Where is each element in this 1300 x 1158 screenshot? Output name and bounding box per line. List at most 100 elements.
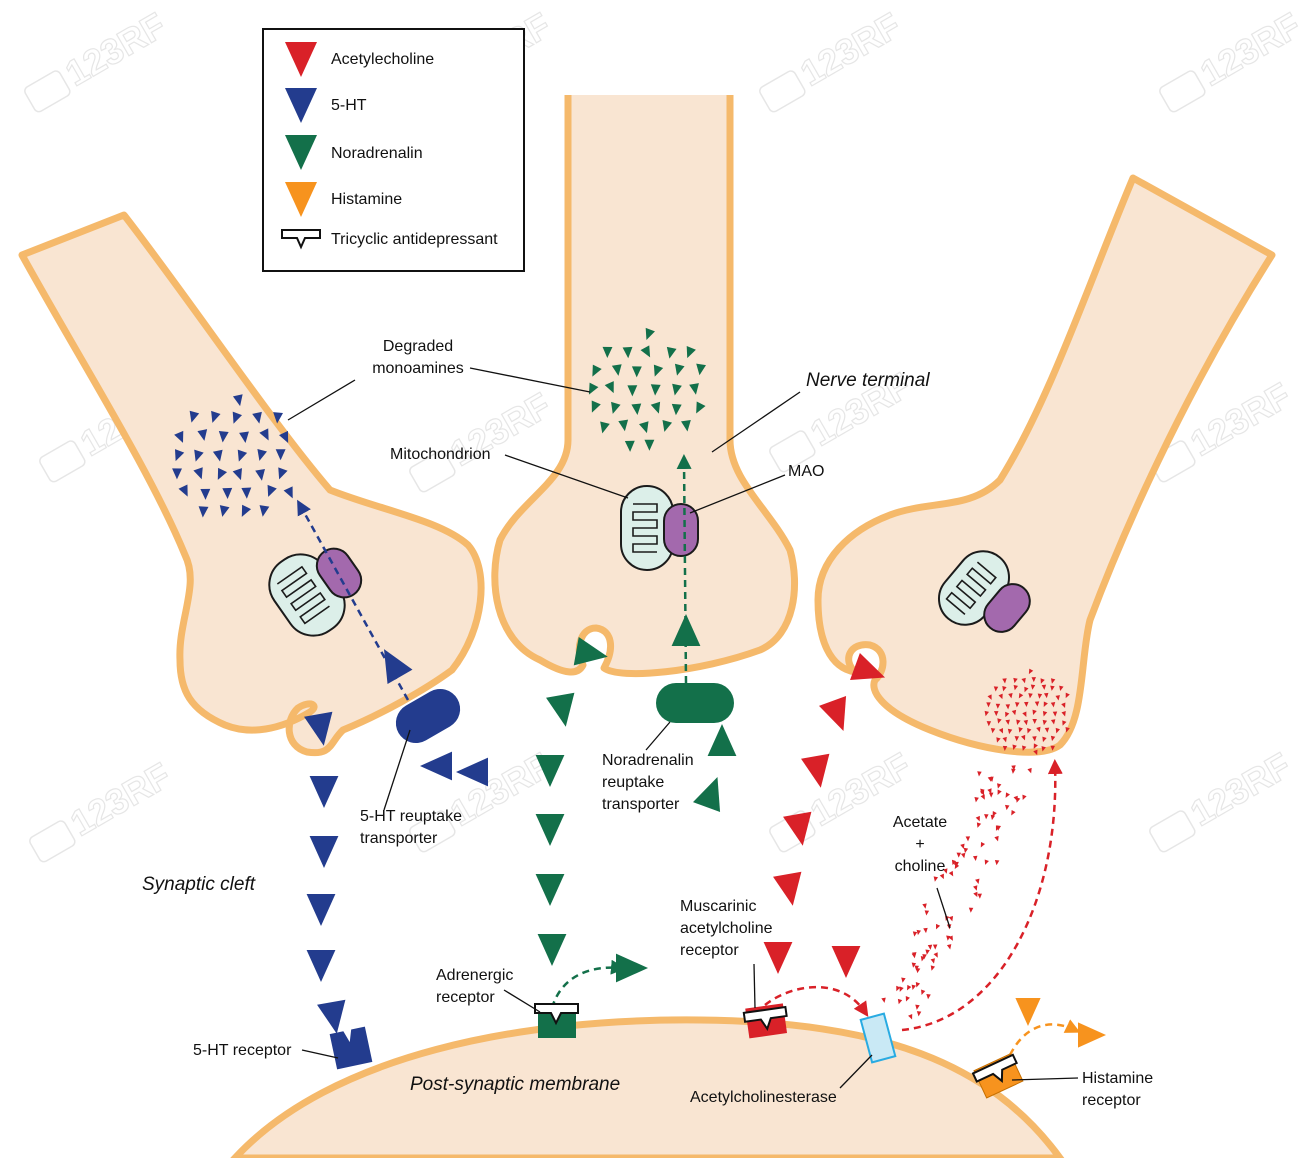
acetate-choline-fragment	[936, 923, 941, 930]
acetate-choline-fragment	[939, 873, 944, 880]
acetate-choline-fragment	[992, 811, 997, 817]
acetate-choline-fragment	[965, 836, 971, 842]
acetate-choline-fragment	[989, 776, 994, 782]
degraded-5ht-molecule	[217, 467, 228, 480]
degraded-noradrenalin-molecule	[666, 346, 677, 359]
acetate-choline-fragment	[1027, 767, 1032, 774]
legend-label-histamine: Histamine	[331, 191, 402, 208]
acetate-choline-fragment	[915, 1004, 920, 1010]
degraded-noradrenalin-molecule	[681, 419, 691, 432]
tricyclic-on-adrenergic-icon	[534, 1003, 579, 1026]
degraded-acetylcholine-molecule	[1050, 702, 1056, 708]
degraded-acetylcholine-molecule	[1055, 727, 1060, 734]
acetate-choline-fragment	[930, 958, 935, 964]
degraded-acetylcholine-molecule	[1050, 745, 1055, 751]
acetate-choline-fragment	[968, 907, 974, 913]
degraded-5ht-molecule	[232, 468, 242, 481]
acetylcholinesterase-label: Acetylcholinesterase	[690, 1089, 837, 1106]
acetate-choline-fragment	[933, 876, 939, 882]
center-mao	[663, 503, 699, 557]
na-transporter-label-line3: transporter	[602, 796, 680, 813]
degraded-5ht-molecule	[198, 506, 209, 518]
degraded-acetylcholine-molecule	[1050, 685, 1055, 691]
degraded-acetylcholine-molecule	[1050, 735, 1056, 742]
acetate-choline-fragment	[973, 885, 978, 891]
acetylcholine-triangle-icon	[285, 42, 317, 77]
noradrenalin-molecule	[573, 637, 608, 666]
watermark-text: 123RF	[1183, 744, 1297, 834]
degraded-acetylcholine-molecule	[1002, 736, 1007, 743]
adrenergic-label-line2: receptor	[436, 989, 495, 1006]
serotonin-molecule	[304, 711, 333, 746]
degraded-acetylcholine-molecule	[1002, 745, 1008, 752]
watermark-tile: 123RF	[24, 4, 173, 113]
degraded-acetylcholine-molecule	[1061, 711, 1066, 717]
degraded-5ht-molecule	[257, 448, 267, 461]
degraded-acetylcholine-molecule	[1031, 677, 1037, 683]
acetate-choline-fragment	[920, 956, 926, 962]
degraded-5ht-molecule	[241, 504, 252, 517]
5ht-reuptake-transporter	[395, 689, 461, 743]
acetate-choline-fragment	[1033, 749, 1038, 756]
degraded-5ht-molecule	[283, 486, 293, 499]
acetate-choline-fragment	[911, 962, 917, 968]
acetate-choline-fragment	[974, 797, 979, 803]
legend-label-noradrenalin: Noradrenalin	[331, 145, 423, 162]
degraded-acetylcholine-molecule	[984, 710, 989, 717]
acetate-choline-fragment	[960, 843, 965, 850]
degraded-noradrenalin-molecule	[696, 401, 706, 414]
degraded-5ht-molecule	[175, 449, 185, 462]
acetate-choline-fragment	[988, 792, 994, 798]
degraded-acetylcholine-molecule	[1018, 727, 1023, 733]
degraded-noradrenalin-molecule	[696, 363, 707, 376]
degraded-acetylcholine-molecule	[1052, 711, 1058, 717]
noradrenalin-triangle-icon	[285, 135, 317, 170]
acetate-choline-fragment	[924, 910, 930, 916]
acetate-choline-fragment	[932, 944, 938, 950]
legend-item-noradrenalin: Noradrenalin	[285, 135, 423, 170]
degraded-acetylcholine-molecule	[1062, 720, 1067, 726]
neurotransmitter-molecules	[304, 614, 1106, 1048]
degraded-acetylcholine-molecule	[996, 737, 1001, 743]
right-nerve-terminal	[814, 174, 1276, 756]
degraded-noradrenalin-molecule	[672, 383, 682, 396]
degraded-acetylcholine-molecule	[993, 711, 999, 717]
degraded-acetylcholine-molecule	[1023, 719, 1028, 726]
degraded-acetylcholine-molecule	[1050, 719, 1056, 725]
serotonin-molecule	[309, 836, 339, 868]
degraded-acetylcholine-molecule	[1011, 709, 1017, 716]
degraded-acetylcholine-molecule	[990, 728, 996, 734]
mao-leader	[689, 474, 786, 514]
degraded-noradrenalin-molecule	[591, 400, 601, 413]
acetate-choline-fragment	[922, 903, 927, 909]
degraded-acetylcholine-molecule	[986, 721, 992, 727]
degraded-acetylcholine-molecule	[1030, 684, 1036, 690]
acetate-choline-fragment	[1011, 765, 1016, 771]
degraded-acetylcholine-molecule	[1036, 726, 1041, 733]
histamine-receptor-label-line1: Histamine	[1082, 1070, 1153, 1087]
degraded-noradrenalin-cluster	[588, 327, 707, 452]
degraded-acetylcholine-molecule	[1037, 693, 1043, 699]
ht-receptor-leader	[301, 1049, 339, 1059]
acetate-choline-fragment	[946, 944, 952, 950]
acetate-choline-fragment	[954, 863, 960, 870]
watermark-tile: 123RF	[1149, 744, 1298, 853]
mao-label: MAO	[788, 463, 824, 480]
noradrenalin-molecule	[535, 755, 565, 787]
noradrenalin-molecule	[707, 724, 737, 756]
degraded-acetylcholine-molecule	[1014, 736, 1020, 742]
degraded-5ht-molecule	[212, 449, 223, 462]
degraded-acetylcholine-molecule	[1015, 702, 1020, 708]
acetate-choline-fragment	[948, 915, 954, 922]
acetate-choline-fragment	[921, 989, 926, 995]
legend-label-tricyclic: Tricyclic antidepressant	[331, 231, 498, 248]
acetate-choline-fragment	[1016, 797, 1021, 803]
degraded-noradrenalin-molecule	[689, 383, 699, 395]
degraded-noradrenalin-molecule	[604, 381, 614, 394]
degraded-noradrenalin-molecule	[644, 439, 655, 451]
serotonin-triangle-icon	[285, 88, 317, 123]
degraded-acetylcholine-molecule	[1040, 678, 1045, 684]
degraded-5ht-molecule	[273, 412, 283, 424]
na-transporter-label-line2: reuptake	[602, 774, 664, 791]
